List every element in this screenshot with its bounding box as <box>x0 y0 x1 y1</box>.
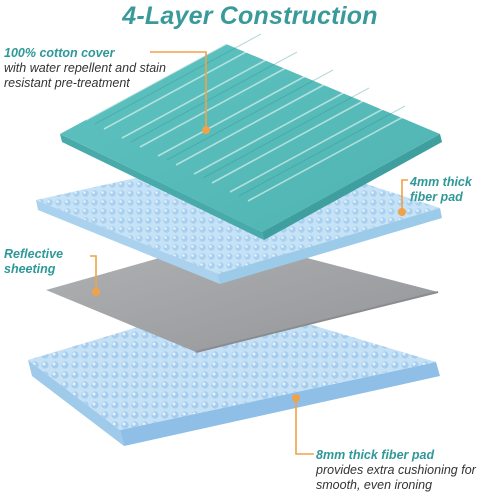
label-reflective-sheeting-title: Reflective sheeting <box>4 247 64 276</box>
callout-reflective <box>90 255 100 296</box>
diagram-title: 4-Layer Construction <box>122 2 378 30</box>
layer-reflective-sheeting <box>46 238 439 353</box>
label-8mm-fiber-pad-description: provides extra cushioning for smooth, ev… <box>316 463 476 492</box>
label-4mm-fiber-pad-title: 4mm thick fiber pad <box>410 175 472 204</box>
label-cotton-cover: 100% cotton cover with water repellent a… <box>4 46 204 91</box>
layer-cotton-cover <box>60 29 442 240</box>
label-8mm-fiber-pad-title: 8mm thick fiber pad <box>316 448 435 462</box>
label-cotton-cover-description: with water repellent and stain resistant… <box>4 61 166 90</box>
label-4mm-fiber-pad: 4mm thick fiber pad <box>410 175 500 205</box>
callout-8mm <box>292 394 314 455</box>
callout-cover <box>150 51 210 134</box>
label-cotton-cover-title: 100% cotton cover <box>4 46 115 60</box>
label-8mm-fiber-pad: 8mm thick fiber pad provides extra cushi… <box>316 448 498 493</box>
label-reflective-sheeting: Reflective sheeting <box>4 247 94 277</box>
layer-8mm-fiber-pad <box>28 300 440 446</box>
callout-4mm <box>398 179 408 216</box>
